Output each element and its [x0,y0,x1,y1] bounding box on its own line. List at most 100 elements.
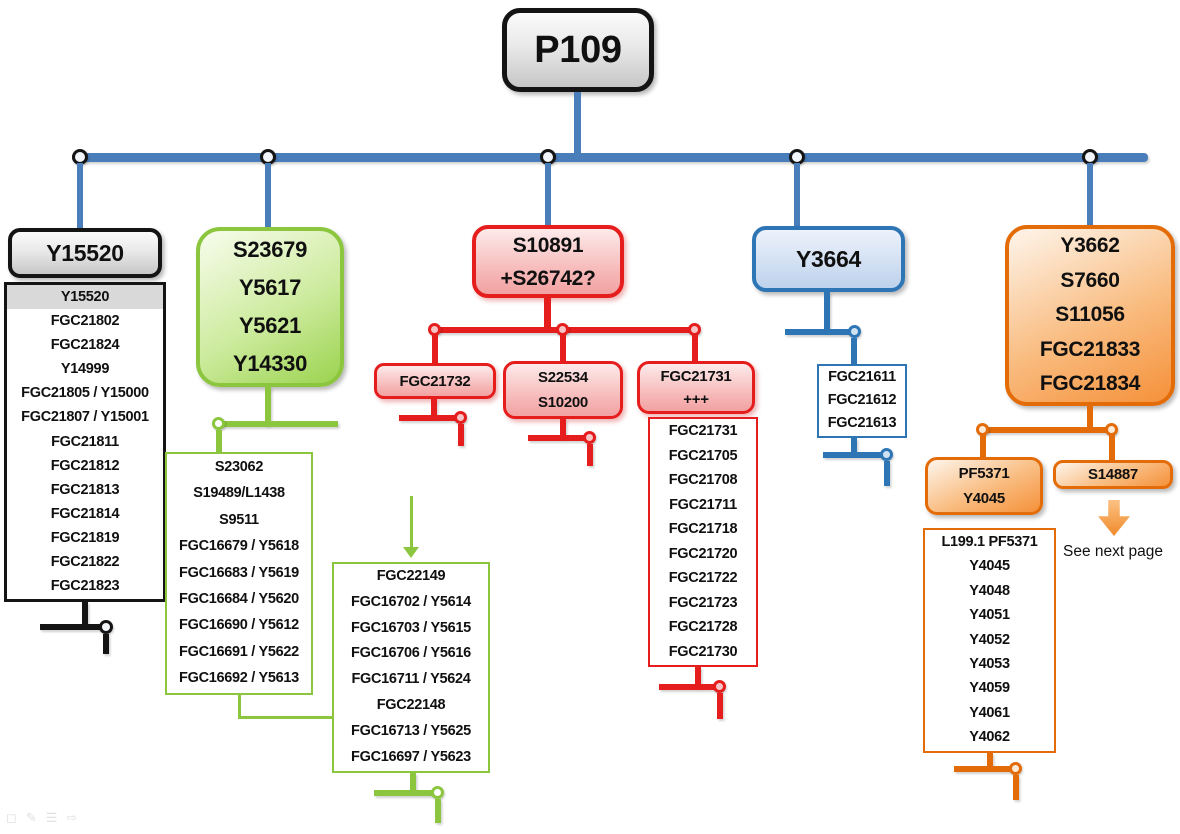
orange-drop-1 [980,433,986,457]
branch-title-line: Y5621 [238,313,302,338]
branch-title-line: S11056 [1055,303,1125,327]
red-stem-line [544,298,551,330]
branch-title-line: FGC21834 [1039,372,1141,396]
snp-row: Y4048 [969,582,1010,599]
branch-title-line: Y14330 [232,351,308,376]
snp-row: FGC21711 [669,496,737,513]
orange-connector-v [987,753,993,769]
orange-connector-h [954,766,1016,772]
branch-box-y15520: Y15520 [8,228,162,278]
black-connector-v [82,602,88,626]
snp-row: FGC21708 [668,472,738,488]
snp-row: FGC21718 [668,521,738,537]
red-connector1-stub [458,424,464,446]
snp-row: FGC21814 [50,505,120,522]
red-connector1-h [399,415,463,421]
snp-row: Y4051 [969,607,1010,624]
snp-row: FGC16703 / Y5615 [351,619,471,636]
child-label-line: S10200 [538,394,588,411]
child-box-fgc21731: FGC21731 +++ [637,361,755,414]
snp-row: FGC21731 [668,423,738,439]
blue-connector-v [851,438,857,455]
snp-row: FGC21819 [50,529,120,546]
branch-title-line: S7660 [1060,268,1120,292]
branch-title-line: FGC21833 [1039,337,1141,361]
snp-row: FGC16706 / Y5616 [351,645,471,662]
drop-line-s23679 [265,163,271,227]
branch-title-line: +S26742? [500,266,596,290]
snp-row: FGC21823 [50,578,120,595]
branch-title-line: Y3662 [1060,234,1120,258]
branch-title-line: S23679 [232,237,308,262]
blue-drop-line [851,338,857,364]
snp-row: FGC22148 [376,696,446,713]
orange-bus-line [980,427,1115,433]
red-connector3-h [659,684,721,690]
child-label-line: FGC21731 [660,367,732,385]
ghost-pencil-icon: ✎ [25,810,37,825]
red-connector2-stub [587,444,593,466]
snp-row: FGC21812 [50,457,120,474]
red-connector2-h [528,435,592,441]
red-connector1-v [431,399,437,418]
blue-bar-node [848,325,861,338]
red-drop-1 [432,333,438,363]
drop-line-s10891 [545,163,551,225]
green-drop-line [216,430,222,452]
snp-row: FGC21822 [50,554,120,571]
child-label-line: S22534 [538,369,588,386]
red-connector2-node [583,431,596,444]
green-connector-stub [435,799,441,823]
snp-row: S9511 [219,511,259,528]
red-drop-3 [692,333,698,361]
see-next-page-note: See next page [1063,543,1163,560]
black-connector-node [99,620,113,634]
snp-row: FGC16679 / Y5618 [179,538,299,555]
green-bar-node [212,417,225,430]
snp-row: FGC16683 / Y5619 [179,564,299,581]
snp-row: FGC16684 / Y5620 [179,591,299,608]
branch-title-line: S10891 [512,233,584,257]
snp-row: Y4053 [969,656,1010,673]
orange-drop-2 [1109,433,1115,460]
snp-row: FGC21612 [827,392,897,408]
blue-stem-line [824,292,830,332]
red-drop-2 [560,333,566,361]
child-label-line: Y4045 [963,490,1005,507]
branch-box-s10891: S10891 +S26742? [472,225,624,298]
child-label: S14887 [1088,466,1138,483]
snp-row: FGC21728 [668,619,738,635]
main-bus-line [72,153,1148,162]
snp-row: FGC16690 / Y5612 [179,617,299,634]
child-label-line: PF5371 [958,465,1010,482]
green-bar-line [218,421,338,427]
blue-connector-stub [884,461,890,486]
orange-connector-stub [1013,775,1019,800]
snp-row: FGC21807 / Y15001 [21,409,149,426]
snp-row: L199.1 PF5371 [941,534,1038,550]
child-label-line: +++ [683,390,709,408]
ghost-menu-icon: ☰ [45,810,58,825]
orange-connector-node [1009,762,1022,775]
green-stem-line [265,387,271,425]
snp-row: FGC21811 [51,433,119,450]
child-box-s14887: S14887 [1053,460,1173,489]
ghost-grid-icon: ◻ [6,810,17,825]
down-block-arrow-icon [1098,500,1130,536]
branch-box-y3664: Y3664 [752,226,905,292]
drop-line-y15520 [77,163,83,228]
red-connector1-node [454,411,467,424]
snp-row: FGC16692 / Y5613 [179,670,299,687]
snp-row: FGC21705 [668,447,738,464]
snp-row: FGC22149 [376,568,446,584]
drop-line-y3664 [794,163,800,226]
snp-row: FGC16702 / Y5614 [351,593,471,610]
